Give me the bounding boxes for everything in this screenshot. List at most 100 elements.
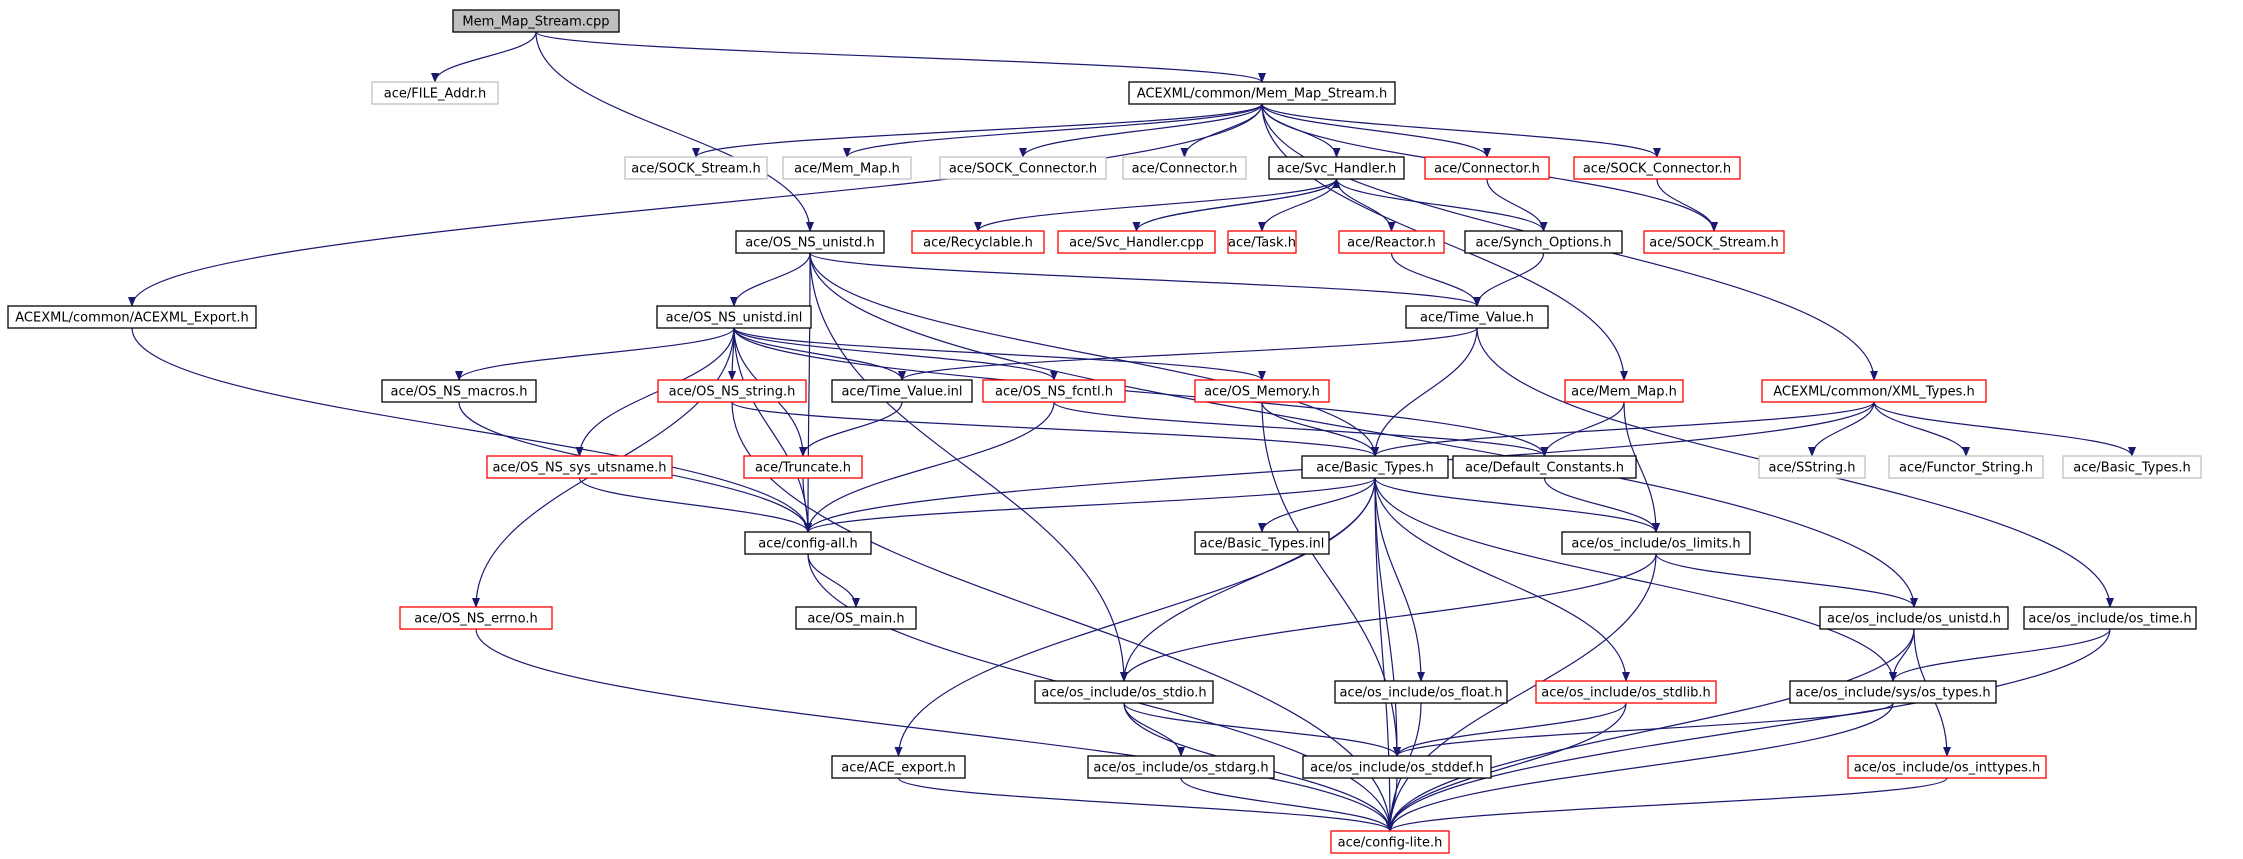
edge-n11-n35 [804, 252, 813, 533]
edge-n30-n37 [1374, 477, 1660, 533]
node-n37[interactable]: ace/os_include/os_limits.h [1561, 531, 1751, 555]
node-box [1758, 455, 1866, 479]
node-box [1338, 230, 1445, 254]
node-box [1564, 379, 1684, 403]
node-n6[interactable]: ace/SOCK_Connector.h [939, 156, 1107, 180]
edge-n44-n48 [1393, 702, 1627, 757]
edge-n13-n8 [1135, 178, 1341, 232]
node-n24[interactable]: ace/OS_NS_fcntl.h [982, 379, 1126, 403]
node-n39[interactable]: ace/OS_main.h [795, 606, 917, 630]
node-box [1535, 680, 1717, 704]
node-n50[interactable]: ace/config-lite.h [1330, 830, 1450, 854]
node-n23[interactable]: ace/Time_Value.inl [831, 379, 973, 403]
node-n38[interactable]: ace/OS_NS_errno.h [399, 606, 553, 630]
node-box [831, 755, 966, 779]
node-label: ace/Basic_Types.inl [1200, 537, 1325, 552]
edge-n23-n29 [799, 401, 903, 457]
edge-n1-n3 [535, 31, 1266, 83]
node-box [1405, 305, 1549, 329]
node-n1: Mem_Map_Stream.cpp [452, 9, 620, 33]
node-label: ace/FILE_Addr.h [384, 87, 486, 102]
node-n46[interactable]: ace/ACE_export.h [831, 755, 966, 779]
node-n43[interactable]: ace/os_include/os_float.h [1334, 680, 1508, 704]
node-n47[interactable]: ace/os_include/os_stdarg.h [1087, 755, 1275, 779]
node-box [1561, 531, 1751, 555]
node-label: ace/OS_NS_string.h [669, 385, 796, 400]
node-n8[interactable]: ace/Svc_Handler.h [1268, 156, 1405, 180]
node-n48[interactable]: ace/os_include/os_stddef.h [1302, 755, 1492, 779]
edge-n9-n16 [1486, 178, 1548, 232]
node-n4[interactable]: ace/SOCK_Stream.h [624, 156, 768, 180]
node-n35[interactable]: ace/config-all.h [744, 531, 872, 555]
node-n2[interactable]: ace/FILE_Addr.h [371, 81, 499, 105]
edge-n11-n42 [809, 252, 1128, 682]
edge-n30-n44 [1374, 477, 1630, 682]
node-label: ace/SOCK_Connector.h [1583, 162, 1731, 177]
edge-n35-n39 [807, 553, 860, 608]
node-n14[interactable]: ace/Task.h [1227, 230, 1297, 254]
edge-layer [128, 31, 2136, 832]
node-n9[interactable]: ace/Connector.h [1424, 156, 1550, 180]
node-box [1302, 755, 1492, 779]
node-n7[interactable]: ace/Connector.h [1122, 156, 1247, 180]
node-box [1761, 379, 1987, 403]
node-n44[interactable]: ace/os_include/os_stdlib.h [1535, 680, 1717, 704]
node-n42[interactable]: ace/os_include/os_stdio.h [1034, 680, 1214, 704]
node-n10[interactable]: ace/SOCK_Connector.h [1573, 156, 1741, 180]
node-n17[interactable]: ace/SOCK_Stream.h [1643, 230, 1785, 254]
node-n49[interactable]: ace/os_include/os_inttypes.h [1847, 755, 2047, 779]
node-box [982, 379, 1126, 403]
node-n12[interactable]: ace/Recyclable.h [911, 230, 1045, 254]
node-box [657, 379, 807, 403]
node-n11[interactable]: ace/OS_NS_unistd.h [735, 230, 885, 254]
node-n20[interactable]: ace/Time_Value.h [1405, 305, 1549, 329]
node-n18[interactable]: ACEXML/common/ACEXML_Export.h [7, 305, 257, 329]
node-label: ace/Connector.h [1434, 162, 1540, 177]
edge-n19-n31 [733, 327, 1549, 457]
node-n15[interactable]: ace/Reactor.h [1338, 230, 1445, 254]
node-n29[interactable]: ace/Truncate.h [743, 455, 863, 479]
node-n36[interactable]: ace/Basic_Types.inl [1194, 531, 1330, 555]
node-box [452, 9, 620, 33]
node-n28[interactable]: ace/OS_NS_sys_utsname.h [486, 455, 673, 479]
node-n21[interactable]: ace/OS_NS_macros.h [381, 379, 537, 403]
edge-n25-n30 [1261, 401, 1379, 457]
node-label: ace/Reactor.h [1347, 236, 1436, 251]
node-n13[interactable]: ace/Svc_Handler.cpp [1057, 230, 1216, 254]
node-n27[interactable]: ACEXML/common/XML_Types.h [1761, 379, 1987, 403]
node-n32[interactable]: ace/SString.h [1758, 455, 1866, 479]
edge-n30-n35 [804, 477, 1376, 533]
node-n5[interactable]: ace/Mem_Map.h [782, 156, 912, 180]
node-box [831, 379, 973, 403]
edge-n27-n30 [1371, 401, 1875, 457]
edge-n30-n42 [1120, 477, 1376, 682]
node-label: ace/OS_NS_macros.h [391, 385, 528, 400]
node-label: ace/SOCK_Stream.h [1649, 236, 1779, 251]
node-box [1194, 531, 1330, 555]
node-n31[interactable]: ace/Default_Constants.h [1452, 455, 1637, 479]
edge-n41-n45 [1889, 628, 2111, 682]
node-n34[interactable]: ace/Basic_Types.h [2062, 455, 2202, 479]
node-n16[interactable]: ace/Synch_Options.h [1464, 230, 1623, 254]
node-n40[interactable]: ace/os_include/os_unistd.h [1819, 606, 2009, 630]
node-n22[interactable]: ace/OS_NS_string.h [657, 379, 807, 403]
node-n25[interactable]: ace/OS_Memory.h [1194, 379, 1330, 403]
edge-n11-n40 [809, 252, 1918, 608]
node-n26[interactable]: ace/Mem_Map.h [1564, 379, 1684, 403]
node-label: ace/Time_Value.h [1420, 311, 1534, 326]
node-label: Mem_Map_Stream.cpp [462, 15, 609, 30]
node-n19[interactable]: ace/OS_NS_unistd.inl [656, 305, 812, 329]
node-n33[interactable]: ace/Functor_String.h [1888, 455, 2044, 479]
node-n45[interactable]: ace/os_include/sys/os_types.h [1789, 680, 1997, 704]
node-n30[interactable]: ace/Basic_Types.h [1301, 455, 1449, 479]
node-label: ace/SOCK_Connector.h [949, 162, 1097, 177]
edge-n45-n50 [1386, 702, 1894, 832]
node-label: ace/Mem_Map.h [794, 162, 900, 177]
node-box [1301, 455, 1449, 479]
node-label: ACEXML/common/XML_Types.h [1773, 385, 1975, 400]
node-n3[interactable]: ACEXML/common/Mem_Map_Stream.h [1128, 81, 1396, 105]
node-n41[interactable]: ace/os_include/os_time.h [2023, 606, 2197, 630]
node-label: ace/ACE_export.h [841, 761, 955, 776]
node-label: ace/os_include/os_float.h [1339, 686, 1502, 701]
node-label: ace/Synch_Options.h [1475, 236, 1611, 251]
